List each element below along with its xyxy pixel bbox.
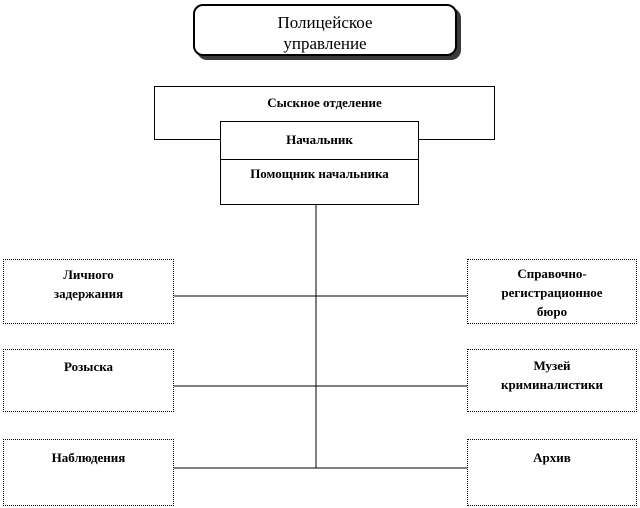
police-department-line1: Полицейское	[277, 13, 373, 32]
police-department-box: Полицейское управление	[193, 4, 457, 56]
unit-label: криминалистики	[500, 377, 604, 392]
leadership-box: Начальник Помощник начальника	[220, 121, 419, 205]
assistant-chief-label: Помощник начальника	[250, 166, 389, 181]
detective-department-title: Сыскное отделение	[267, 95, 382, 110]
unit-label: задержания	[53, 286, 124, 301]
unit-registration-bureau: Справочно- регистрационное бюро	[467, 259, 637, 324]
police-department-line2: управление	[283, 34, 367, 53]
unit-label: Личного	[63, 267, 114, 282]
unit-label: Справочно-	[517, 266, 587, 281]
unit-criminalistics-museum: Музей криминалистики	[467, 349, 637, 412]
unit-label: регистрационное	[501, 285, 603, 300]
unit-label: Музей	[533, 358, 571, 373]
unit-label: Архив	[533, 450, 571, 465]
chief-label: Начальник	[221, 122, 418, 160]
unit-label: бюро	[536, 304, 568, 319]
unit-label: Наблюдения	[51, 450, 126, 465]
unit-search: Розыска	[3, 349, 174, 412]
unit-label: Розыска	[63, 359, 114, 374]
unit-personal-detention: Личного задержания	[3, 259, 174, 324]
unit-surveillance: Наблюдения	[3, 439, 174, 506]
unit-archive: Архив	[467, 439, 637, 506]
